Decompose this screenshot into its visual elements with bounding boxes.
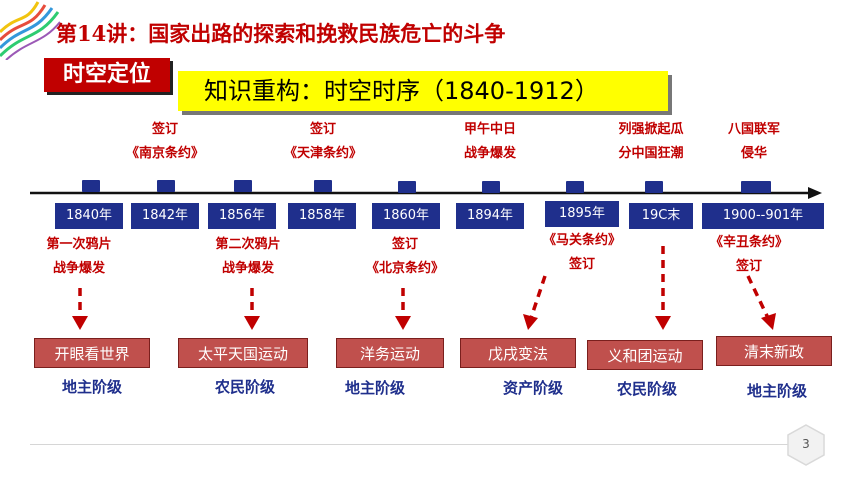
ribbon-decoration-icon [0,1,60,60]
annotation-upper-1: 签订《南京条约》 [125,122,204,161]
year-label: 1840年 [55,203,123,229]
page-title: 第14讲：国家出路的探索和挽救民族危亡的斗争 [56,21,506,46]
annotation-lower-1: 第一次鸦片战争爆发 [46,237,112,276]
arrow-head-5-icon [655,316,671,330]
year-label: 1842年 [131,203,199,229]
year-label: 1895年 [545,201,619,227]
event-box: 开眼看世界 [34,338,150,368]
timeline-marker [398,181,416,193]
arrow-head-3-icon [395,316,411,330]
timeline-arrow-icon [808,187,822,199]
annotation-upper-2: 签订《天津条约》 [283,122,362,161]
class-label: 地主阶级 [746,382,807,400]
year-label: 19C末 [629,203,693,229]
event-box: 义和团运动 [587,340,703,370]
arrow-line-4 [529,275,547,319]
section-badge: 时空定位 [44,58,170,92]
arrow-head-6-icon [761,313,776,330]
class-label: 资产阶级 [502,379,563,397]
annotation-upper-3: 甲午中日战争爆发 [463,122,516,161]
timeline-marker [314,180,332,192]
hexagon-page-icon [787,424,825,466]
annotation-lower-4: 《马关条约》签订 [542,233,621,272]
year-label: 1900--901年 [702,203,824,229]
timeline-marker [645,181,663,193]
annotation-lower-5: 《辛丑条约》签订 [709,235,788,274]
timeline-marker [566,181,584,193]
class-label: 地主阶级 [61,378,122,396]
annotation-lower-2: 第二次鸦片战争爆发 [215,237,281,276]
timeline-marker [741,181,771,193]
class-label: 农民阶级 [616,380,677,398]
timeline-marker [482,181,500,193]
year-label: 1894年 [456,203,524,229]
page-number: 3 [802,437,810,451]
class-label: 农民阶级 [214,378,275,396]
annotation-upper-5: 八国联军侵华 [727,122,780,161]
year-label: 1858年 [288,203,356,229]
timeline-marker [82,180,100,192]
topic-banner: 知识重构：时空时序（1840-1912） [178,71,668,111]
event-box: 清末新政 [716,336,832,366]
event-box: 洋务运动 [336,338,444,368]
arrow-head-1-icon [72,316,88,330]
event-box: 戊戌变法 [460,338,576,368]
annotation-upper-4: 列强掀起瓜分中国狂潮 [618,122,684,161]
year-label: 1860年 [372,203,440,229]
arrow-line-6 [746,275,770,319]
year-label: 1856年 [208,203,276,229]
event-box: 太平天国运动 [178,338,308,368]
footer-divider [30,444,816,445]
arrow-head-4-icon [523,314,538,330]
timeline-marker [157,180,175,192]
arrow-head-2-icon [244,316,260,330]
class-label: 地主阶级 [344,379,405,397]
timeline-marker [234,180,252,192]
annotation-lower-3: 签订《北京条约》 [365,237,444,276]
